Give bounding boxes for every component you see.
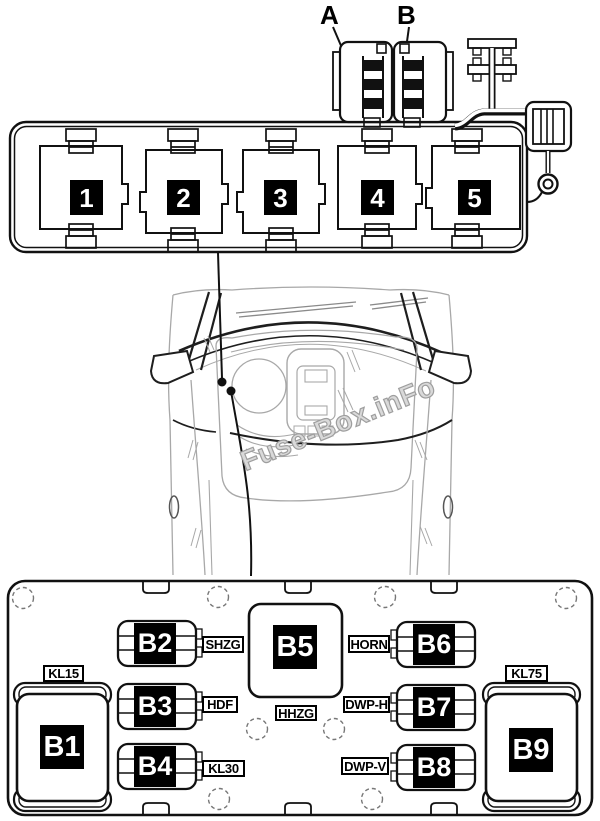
fuse-b5-plate: B5 xyxy=(273,625,317,669)
fuse-b6-plate: B6 xyxy=(413,624,455,665)
fuse-b3-plate: B3 xyxy=(134,686,176,727)
fuse-b1-plate: B1 xyxy=(40,725,84,769)
relay-5-plate: 5 xyxy=(458,180,491,215)
fuse-panel-drawing xyxy=(6,579,594,817)
circuit-label-dwp-h: DWP-H xyxy=(343,696,390,713)
circuit-label-kl30: KL30 xyxy=(202,760,245,777)
circuit-label-dwp-v: DWP-V xyxy=(341,757,389,775)
relay-carrier-drawing xyxy=(8,26,573,254)
fuse-b4-plate: B4 xyxy=(134,746,176,787)
fuse-b7-plate: B7 xyxy=(413,687,455,728)
relay-3-plate: 3 xyxy=(264,180,297,215)
circuit-label-hdf: HDF xyxy=(202,696,238,713)
relay-4-plate: 4 xyxy=(361,180,394,215)
circuit-label-kl75: KL75 xyxy=(505,665,548,682)
fuse-b2-plate: B2 xyxy=(134,623,176,664)
fuse-b8-plate: B8 xyxy=(413,747,455,788)
connector-b-label: B xyxy=(397,0,416,30)
circuit-label-hhzg: HHZG xyxy=(275,705,317,721)
fuse-b9-plate: B9 xyxy=(509,728,553,772)
circuit-label-shzg: SHZG xyxy=(202,636,244,653)
relay-2-plate: 2 xyxy=(167,180,200,215)
circuit-label-kl15: KL15 xyxy=(43,665,84,682)
relay-1-plate: 1 xyxy=(70,180,103,215)
location-pointers xyxy=(217,252,253,577)
car-top-view-drawing xyxy=(149,286,473,576)
connector-a-label: A xyxy=(320,0,339,30)
circuit-label-horn: HORN xyxy=(348,635,390,653)
